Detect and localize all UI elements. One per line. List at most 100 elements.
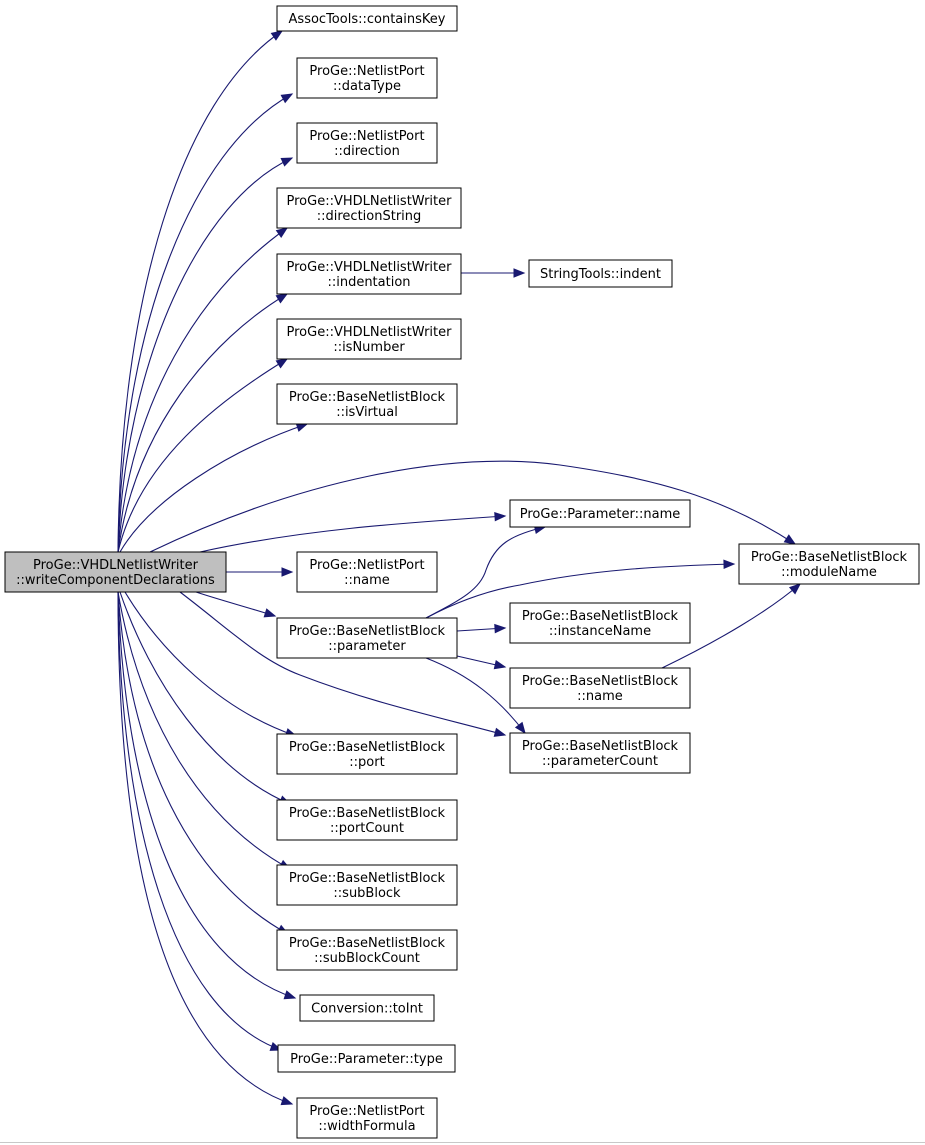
node-box-instanceName xyxy=(509,602,691,644)
arrowhead-root-to-parameter xyxy=(263,608,277,618)
node-label-containsKey-0: AssocTools::containsKey xyxy=(289,12,446,27)
node-box-moduleName xyxy=(738,543,920,585)
node-box-portCount xyxy=(276,799,458,841)
node-label-root-0: ProGe::VHDLNetlistWriter xyxy=(33,558,199,573)
edge-parameter-to-moduleName xyxy=(425,563,735,619)
node-label-paramName-0: ProGe::Parameter::name xyxy=(520,507,681,522)
edge-root-to-containsKey xyxy=(117,30,283,553)
node-widthFormula[interactable]: ProGe::NetlistPort::widthFormula xyxy=(296,1097,438,1139)
node-label-dataType-0: ProGe::NetlistPort xyxy=(309,64,424,79)
node-moduleName[interactable]: ProGe::BaseNetlistBlock::moduleName xyxy=(738,543,920,585)
node-label-blockName-1: ::name xyxy=(577,689,623,704)
edge-root-to-parameterCount xyxy=(179,591,506,736)
node-box-paramType xyxy=(277,1044,456,1073)
edge-root-to-direction xyxy=(117,157,293,553)
node-label-parameterCount-0: ProGe::BaseNetlistBlock xyxy=(522,739,679,754)
node-indentation[interactable]: ProGe::VHDLNetlistWriter::indentation xyxy=(276,253,462,295)
node-label-portName-1: ::name xyxy=(344,573,390,588)
node-box-directionString xyxy=(276,187,462,229)
arrowhead-parameter-to-parameterCount xyxy=(514,721,526,735)
arrowhead-root-to-dataType xyxy=(280,93,294,104)
edge-root-to-port xyxy=(124,591,297,737)
node-box-isVirtual xyxy=(276,383,458,425)
node-label-widthFormula-0: ProGe::NetlistPort xyxy=(309,1104,424,1119)
edge-root-to-dataType xyxy=(117,93,293,553)
node-label-subBlock-0: ProGe::BaseNetlistBlock xyxy=(289,871,446,886)
arrowhead-blockName-to-moduleName xyxy=(788,583,802,595)
node-parameterCount[interactable]: ProGe::BaseNetlistBlock::parameterCount xyxy=(509,732,691,774)
node-label-widthFormula-1: ::widthFormula xyxy=(318,1119,415,1134)
node-containsKey[interactable]: AssocTools::containsKey xyxy=(276,5,458,32)
node-label-instanceName-0: ProGe::BaseNetlistBlock xyxy=(522,609,679,624)
node-directionString[interactable]: ProGe::VHDLNetlistWriter::directionStrin… xyxy=(276,187,462,229)
node-box-indentation xyxy=(276,253,462,295)
node-label-isVirtual-0: ProGe::BaseNetlistBlock xyxy=(289,390,446,405)
arrowhead-root-to-toInt xyxy=(283,990,297,1000)
node-label-parameter-0: ProGe::BaseNetlistBlock xyxy=(289,624,446,639)
arrowhead-root-to-indentation xyxy=(275,293,289,304)
node-dataType[interactable]: ProGe::NetlistPort::dataType xyxy=(296,57,438,99)
node-paramType[interactable]: ProGe::Parameter::type xyxy=(277,1044,456,1073)
node-indent[interactable]: StringTools::indent xyxy=(528,259,673,288)
arrowhead-parameter-to-blockName xyxy=(493,660,507,670)
edge-parameter-to-paramName xyxy=(425,526,546,619)
arrowhead-root-to-isNumber xyxy=(275,358,289,369)
node-label-root-1: ::writeComponentDeclarations xyxy=(16,573,215,588)
node-toInt[interactable]: Conversion::toInt xyxy=(299,994,435,1022)
node-isVirtual[interactable]: ProGe::BaseNetlistBlock::isVirtual xyxy=(276,383,458,425)
node-label-isVirtual-1: ::isVirtual xyxy=(336,405,398,420)
node-blockName[interactable]: ProGe::BaseNetlistBlock::name xyxy=(509,667,691,709)
edge-root-to-moduleName xyxy=(149,460,796,553)
node-label-port-1: ::port xyxy=(349,755,384,770)
node-label-parameterCount-1: ::parameterCount xyxy=(542,754,658,769)
node-portCount[interactable]: ProGe::BaseNetlistBlock::portCount xyxy=(276,799,458,841)
node-label-subBlockCount-1: ::subBlockCount xyxy=(314,951,420,966)
node-label-port-0: ProGe::BaseNetlistBlock xyxy=(289,740,446,755)
node-box-containsKey xyxy=(276,5,458,32)
edge-root-to-paramName xyxy=(199,515,506,553)
edges-layer xyxy=(117,30,802,1106)
node-isNumber[interactable]: ProGe::VHDLNetlistWriter::isNumber xyxy=(276,318,462,360)
node-box-isNumber xyxy=(276,318,462,360)
node-label-toInt-0: Conversion::toInt xyxy=(311,1002,423,1017)
node-label-portName-0: ProGe::NetlistPort xyxy=(309,558,424,573)
arrowhead-root-to-portName xyxy=(281,567,294,577)
node-root[interactable]: ProGe::VHDLNetlistWriter::writeComponent… xyxy=(4,551,227,593)
arrowhead-root-to-paramName xyxy=(494,511,507,522)
node-parameter[interactable]: ProGe::BaseNetlistBlock::parameter xyxy=(276,617,458,659)
arrowhead-root-to-moduleName xyxy=(783,534,797,545)
node-box-parameter xyxy=(276,617,458,659)
node-box-direction xyxy=(296,122,438,164)
arrowhead-indentation-to-indent xyxy=(513,268,526,278)
edge-root-to-paramType xyxy=(117,591,282,1051)
node-label-portCount-1: ::portCount xyxy=(330,821,404,836)
node-direction[interactable]: ProGe::NetlistPort::direction xyxy=(296,122,438,164)
node-label-indent-0: StringTools::indent xyxy=(540,267,661,282)
node-label-indentation-1: ::indentation xyxy=(327,275,410,290)
node-label-moduleName-1: ::moduleName xyxy=(781,565,877,580)
node-port[interactable]: ProGe::BaseNetlistBlock::port xyxy=(276,733,458,775)
bottom-divider xyxy=(0,1142,925,1143)
edge-root-to-indentation xyxy=(117,293,288,553)
edge-root-to-directionString xyxy=(117,227,288,553)
node-label-direction-0: ProGe::NetlistPort xyxy=(309,129,424,144)
node-label-subBlockCount-0: ProGe::BaseNetlistBlock xyxy=(289,936,446,951)
edge-root-to-subBlock xyxy=(117,591,291,870)
arrowhead-root-to-parameterCount xyxy=(493,727,507,737)
node-paramName[interactable]: ProGe::Parameter::name xyxy=(509,499,691,528)
node-box-paramName xyxy=(509,499,691,528)
node-box-dataType xyxy=(296,57,438,99)
node-subBlockCount[interactable]: ProGe::BaseNetlistBlock::subBlockCount xyxy=(276,929,458,971)
node-box-subBlock xyxy=(276,864,458,906)
arrowhead-root-to-widthFormula xyxy=(280,1096,294,1106)
arrowhead-parameter-to-moduleName xyxy=(723,559,736,570)
node-box-parameterCount xyxy=(509,732,691,774)
node-label-parameter-1: ::parameter xyxy=(328,639,406,654)
node-instanceName[interactable]: ProGe::BaseNetlistBlock::instanceName xyxy=(509,602,691,644)
node-subBlock[interactable]: ProGe::BaseNetlistBlock::subBlock xyxy=(276,864,458,906)
edge-root-to-isNumber xyxy=(117,358,288,553)
node-portName[interactable]: ProGe::NetlistPort::name xyxy=(296,551,438,593)
edge-root-to-widthFormula xyxy=(117,591,293,1105)
node-label-moduleName-0: ProGe::BaseNetlistBlock xyxy=(751,550,908,565)
